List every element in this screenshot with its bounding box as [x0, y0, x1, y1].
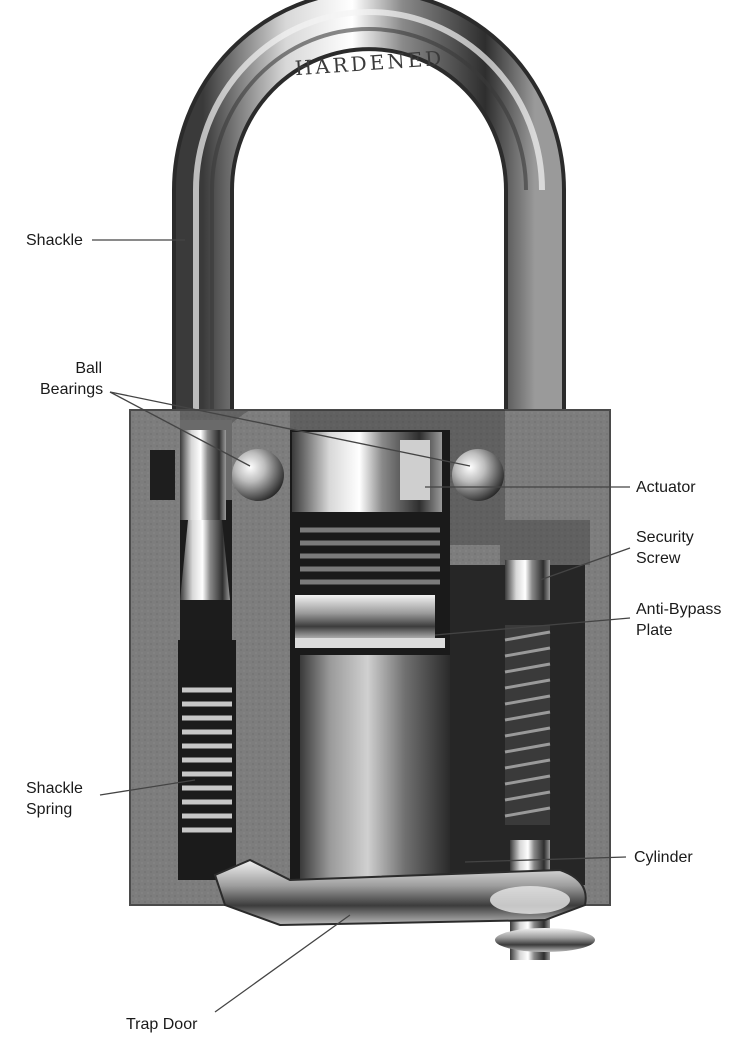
label-shackle: Shackle	[26, 230, 83, 251]
shackle-spring-shape	[178, 640, 236, 880]
label-ball-line2: Bearings	[40, 381, 104, 398]
ball-bearing-left	[232, 449, 284, 501]
label-antibypass-line2: Plate	[636, 622, 673, 639]
cylinder-shape	[300, 655, 450, 885]
label-anti-bypass-plate: Anti-Bypass Plate	[636, 599, 721, 641]
security-screw-shape	[505, 560, 550, 600]
leader-lines	[92, 239, 631, 1013]
label-cylinder: Cylinder	[634, 847, 693, 868]
label-spring-line1: Shackle	[26, 780, 83, 797]
label-actuator-text: Actuator	[636, 479, 696, 496]
trap-door-shape	[213, 858, 587, 927]
bottom-screw	[495, 928, 595, 952]
shackle-leg	[180, 430, 230, 600]
shackle-shape	[172, 0, 566, 631]
label-shackle-text: Shackle	[26, 232, 83, 249]
anti-bypass-plate-shape	[295, 595, 445, 648]
label-security-line1: Security	[636, 529, 694, 546]
label-cylinder-text: Cylinder	[634, 849, 693, 866]
label-ball-bearings: Ball Bearings	[40, 358, 104, 400]
actuator-spring	[300, 527, 440, 585]
actuator-shape	[292, 432, 442, 512]
label-ball-line1: Ball	[75, 360, 102, 377]
label-antibypass-line1: Anti-Bypass	[636, 601, 722, 618]
label-shackle-spring: Shackle Spring	[26, 778, 83, 820]
ball-bearing-right	[452, 449, 504, 501]
label-actuator: Actuator	[636, 477, 696, 498]
label-security-screw: Security Screw	[636, 527, 694, 569]
label-security-line2: Screw	[636, 550, 681, 567]
label-spring-line2: Spring	[26, 801, 73, 818]
label-trap-door-text: Trap Door	[126, 1016, 198, 1033]
label-trap-door: Trap Door	[126, 1014, 197, 1035]
